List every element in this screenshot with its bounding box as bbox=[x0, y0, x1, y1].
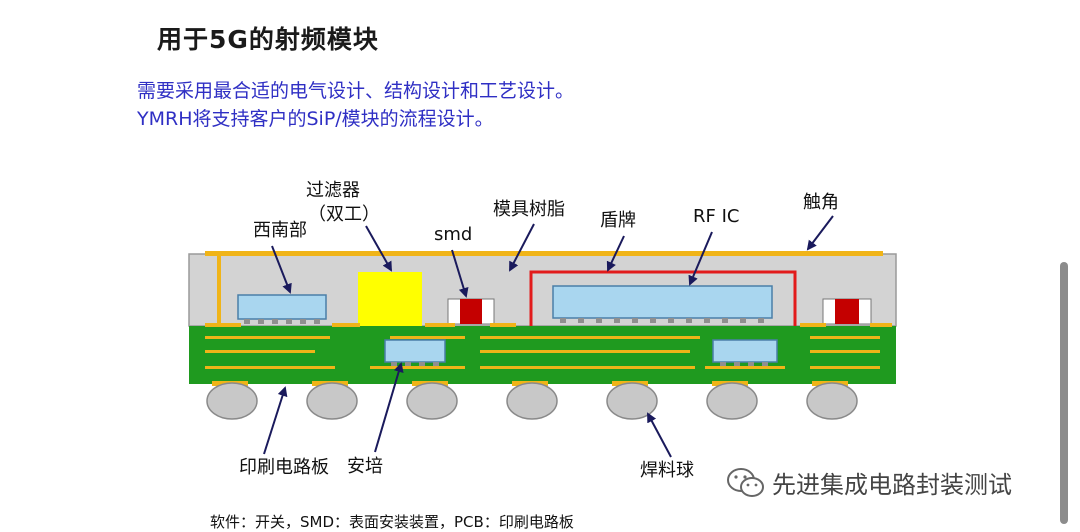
label-pcb: 印刷电路板 bbox=[239, 457, 329, 478]
left-vertical-trace bbox=[217, 254, 221, 326]
arrow-mold-resin bbox=[509, 223, 535, 272]
pcb-top-pads bbox=[205, 323, 892, 327]
wechat-watermark: 先进集成电路封装测试 bbox=[726, 465, 1012, 500]
embedded-chip-left bbox=[384, 339, 446, 363]
arrow-shield bbox=[606, 235, 625, 272]
solder-ball bbox=[406, 382, 458, 420]
shield-outline bbox=[529, 270, 797, 326]
label-solder-ball: 焊料球 bbox=[640, 460, 694, 481]
solder-ball bbox=[706, 382, 758, 420]
top-contact-trace bbox=[205, 251, 883, 256]
subtitle-line-1: 需要采用最合适的电气设计、结构设计和工艺设计。 bbox=[137, 80, 575, 102]
label-contact: 触角 bbox=[803, 192, 839, 213]
footnote: 软件：开关，SMD：表面安装装置，PCB：印刷电路板 bbox=[210, 513, 574, 531]
page-title: 用于5G的射频模块 bbox=[157, 25, 379, 54]
rfic-chip bbox=[552, 285, 773, 319]
label-southwest: 西南部 bbox=[253, 220, 307, 241]
arrow-solder-ball bbox=[647, 412, 672, 458]
label-filter-line2: （双工） bbox=[308, 204, 380, 225]
watermark-text: 先进集成电路封装测试 bbox=[772, 471, 1012, 499]
arrow-filter bbox=[365, 225, 392, 272]
label-shield: 盾牌 bbox=[600, 210, 636, 231]
solder-ball bbox=[606, 382, 658, 420]
arrow-smd bbox=[451, 249, 469, 298]
embedded-chip-right-bumps bbox=[720, 362, 768, 366]
arrow-southwest bbox=[271, 245, 292, 294]
label-anpei: 安培 bbox=[347, 456, 383, 477]
pcb-inner-traces bbox=[205, 336, 880, 369]
label-smd: smd bbox=[434, 224, 472, 245]
label-mold-resin: 模具树脂 bbox=[493, 199, 565, 220]
southwest-chip-bumps bbox=[244, 319, 320, 324]
rfic-chip-bumps bbox=[560, 318, 764, 323]
solder-ball bbox=[206, 382, 258, 420]
label-rfic: RF IC bbox=[693, 206, 739, 227]
arrow-pcb bbox=[263, 386, 288, 455]
vertical-scrollbar[interactable] bbox=[1060, 262, 1068, 524]
leader-arrows bbox=[263, 215, 834, 458]
solder-ball bbox=[506, 382, 558, 420]
arrow-contact bbox=[806, 215, 834, 251]
smd-component-core bbox=[460, 299, 482, 324]
label-filter-line1: 过滤器 bbox=[306, 180, 360, 201]
filter-block bbox=[358, 272, 422, 326]
solder-ball bbox=[806, 382, 858, 420]
embedded-chip-right bbox=[712, 339, 778, 363]
subtitle-line-2: YMRH将支持客户的SiP/模块的流程设计。 bbox=[137, 108, 494, 130]
arrow-anpei bbox=[374, 362, 404, 453]
right-smd-component-core bbox=[835, 299, 859, 324]
pcb-substrate bbox=[189, 326, 896, 384]
southwest-chip bbox=[237, 294, 327, 320]
solder-ball bbox=[306, 382, 358, 420]
wechat-icon bbox=[727, 467, 764, 497]
solder-balls bbox=[206, 382, 858, 420]
arrow-rfic bbox=[688, 231, 713, 286]
